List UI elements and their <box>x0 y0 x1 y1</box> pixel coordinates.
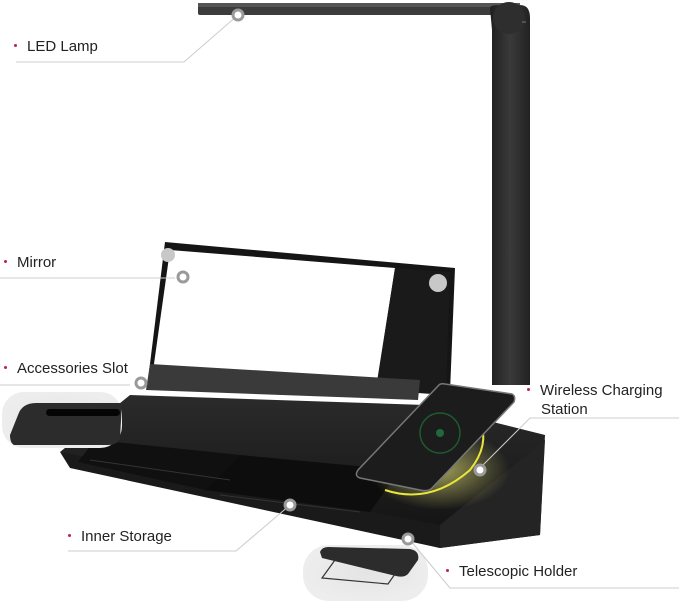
bullet-dot <box>446 568 449 572</box>
accessories-slot-inset <box>2 392 122 448</box>
callout-label-line1: Wireless Charging <box>540 382 663 399</box>
bullet-dot <box>4 259 7 263</box>
telescopic-holder-inset <box>303 545 428 601</box>
callout-label-line2: Station <box>541 401 588 418</box>
bullet-dot <box>4 365 7 369</box>
callout-label: LED Lamp <box>27 38 98 55</box>
callout-label: Mirror <box>17 254 57 271</box>
bullet-dot <box>527 387 530 391</box>
callout-accessories-slot: Accessories Slot <box>4 359 128 378</box>
mirror-panel <box>146 242 455 400</box>
phone-on-charger <box>355 383 516 492</box>
callout-label: Inner Storage <box>81 528 172 545</box>
callout-label: Telescopic Holder <box>459 563 578 580</box>
leader-lines <box>0 14 679 589</box>
callout-inner-storage: Inner Storage <box>68 527 172 546</box>
charging-arc <box>384 419 485 496</box>
callout-mirror: Mirror <box>4 253 56 272</box>
bullet-dot <box>68 533 71 537</box>
callout-wireless-charging: Wireless Charging Station <box>527 381 677 419</box>
led-lamp-arm <box>198 2 530 385</box>
callout-label: Accessories Slot <box>17 360 128 377</box>
callout-telescopic-holder: Telescopic Holder <box>446 562 577 581</box>
bullet-dot <box>14 43 17 47</box>
callout-markers <box>134 8 487 546</box>
callout-led-lamp: LED Lamp <box>14 37 98 56</box>
